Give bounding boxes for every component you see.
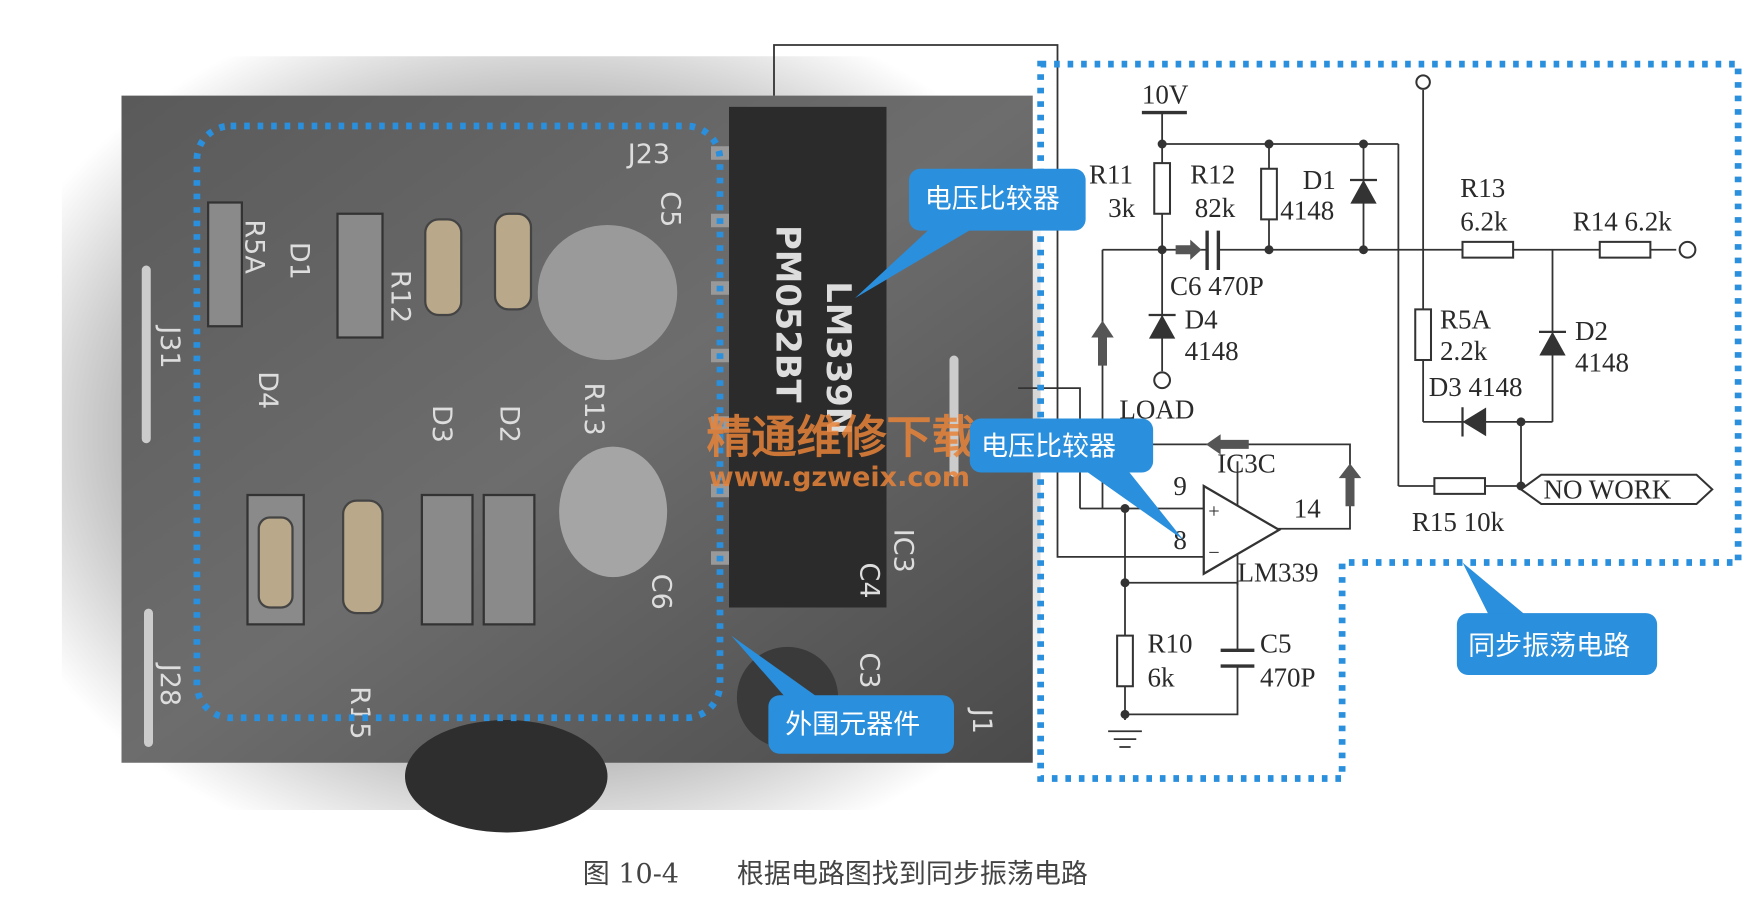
pcb-label-ic3: IC3 (887, 529, 918, 573)
diode-d3 (1462, 407, 1487, 437)
diode-d2 (1539, 331, 1566, 356)
resistor-r5a (1414, 308, 1433, 362)
figure-number: 图 10-4 (583, 859, 679, 890)
ic-chip (729, 106, 887, 608)
opamp-ic3c (1202, 484, 1282, 576)
label-r12-value: 82k (1195, 193, 1236, 223)
label-lm339: LM339 (1238, 558, 1319, 588)
pcb-label-j31: J31 (154, 324, 185, 368)
label-r14: R14 6.2k (1573, 207, 1673, 237)
callout-sync-oscillator: 同步振荡电路 (1456, 562, 1658, 675)
pcb-label-r13: R13 (578, 383, 609, 436)
resistor-r13 (1461, 240, 1515, 259)
terminal-load[interactable] (1153, 371, 1172, 390)
pcb-label-d4: D4 (252, 371, 283, 409)
arrow-right-icon (1175, 239, 1202, 260)
label-d2: D2 (1575, 316, 1608, 346)
label-d3: D3 4148 (1429, 372, 1523, 402)
label-d4: D4 (1185, 305, 1218, 335)
label-r11: R11 (1089, 159, 1133, 189)
label-r13-value: 6.2k (1460, 207, 1508, 237)
svg-text:外围元器件: 外围元器件 (785, 710, 920, 741)
peripheral-components-outline (193, 122, 724, 722)
resistor-r11 (1153, 162, 1172, 215)
watermark-url: www.gzweix.com (709, 462, 970, 493)
diode-d1 (1350, 179, 1377, 204)
label-c5: C5 (1260, 629, 1292, 659)
label-plus: + (1208, 501, 1219, 523)
resistor-r14 (1598, 240, 1652, 259)
svg-text:电压比较器: 电压比较器 (981, 432, 1116, 463)
label-r11-value: 3k (1108, 193, 1136, 223)
label-pin9: 9 (1173, 471, 1187, 501)
callout-peripheral: 外围元器件 (731, 635, 954, 754)
label-nowork: NO WORK (1544, 474, 1672, 504)
capacitor-c6-photo (559, 446, 668, 578)
chip-marking-2: LM339N (819, 281, 858, 435)
label-pin14: 14 (1294, 494, 1322, 524)
arrow-left-icon (1206, 434, 1249, 455)
resistor-r10 (1116, 634, 1134, 688)
pcb-label-r12: R12 (385, 270, 416, 323)
pcb-label-j28: J28 (154, 662, 185, 706)
label-c5-value: 470P (1260, 662, 1316, 692)
label-minus: − (1208, 542, 1219, 564)
figure-caption: 根据电路图找到同步振荡电路 (737, 859, 1088, 890)
resistor-r12 (1260, 167, 1278, 221)
label-10v: 10V (1142, 80, 1189, 110)
pcb-label-r15: R15 (344, 686, 375, 739)
capacitor-c5-photo (537, 225, 678, 360)
callout-comparator-mid: 电压比较器 (969, 418, 1184, 540)
label-c6: C6 470P (1170, 271, 1264, 301)
label-r12: R12 (1190, 159, 1235, 189)
label-ic3c: IC3C (1217, 449, 1276, 479)
watermark-text: 精通维修下载 (707, 410, 977, 463)
sync-oscillator-outline (1037, 60, 1742, 782)
nowork-tag (1519, 473, 1714, 506)
resistors (1116, 162, 1652, 688)
callout-comparator-top: 电压比较器 (855, 168, 1086, 299)
svg-text:电压比较器: 电压比较器 (925, 184, 1060, 215)
label-d1: D1 (1303, 165, 1336, 195)
pcb-label-d1: D1 (283, 242, 314, 280)
label-r15: R15 10k (1412, 507, 1505, 537)
label-d1-value: 4148 (1280, 195, 1334, 225)
pcb-label-c4: C4 (854, 563, 885, 599)
pcb-label-c3: C3 (854, 653, 885, 689)
pcb-label-d3: D3 (426, 405, 457, 443)
label-r5a-value: 2.2k (1440, 336, 1488, 366)
resistor-r15 (1433, 477, 1487, 495)
chip-marking-1: PM052BT (768, 225, 807, 403)
pcb-label-c6: C6 (646, 574, 677, 610)
pcb-label-r5a: R5A (238, 219, 269, 274)
pcb-label-j23: J23 (626, 139, 670, 170)
terminal-top[interactable] (1415, 74, 1431, 90)
label-d4-value: 4148 (1185, 336, 1239, 366)
label-r5a: R5A (1440, 305, 1492, 335)
label-r10-value: 6k (1148, 662, 1176, 692)
pcb-label-d2: D2 (494, 405, 525, 443)
pcb-label-j1: J1 (966, 707, 997, 734)
label-r10: R10 (1148, 629, 1193, 659)
signal-arrows (1091, 239, 1362, 507)
pcb-photo: J23 C5 R5A D1 R12 J31 D4 D3 D2 R13 C6 J2… (61, 56, 1041, 833)
arrow-up-icon (1091, 320, 1114, 366)
arrow-up-icon (1338, 463, 1362, 507)
label-r13: R13 (1460, 173, 1505, 203)
diode-d4 (1148, 314, 1176, 339)
schematic: 10V R11 3k R12 82k D1 4148 R13 6.2k R14 … (1080, 74, 1714, 748)
pcb-label-c5: C5 (655, 191, 686, 227)
svg-text:同步振荡电路: 同步振荡电路 (1468, 631, 1630, 662)
label-d2-value: 4148 (1575, 347, 1629, 377)
label-pin8: 8 (1173, 525, 1187, 555)
terminal-output[interactable] (1678, 240, 1697, 259)
